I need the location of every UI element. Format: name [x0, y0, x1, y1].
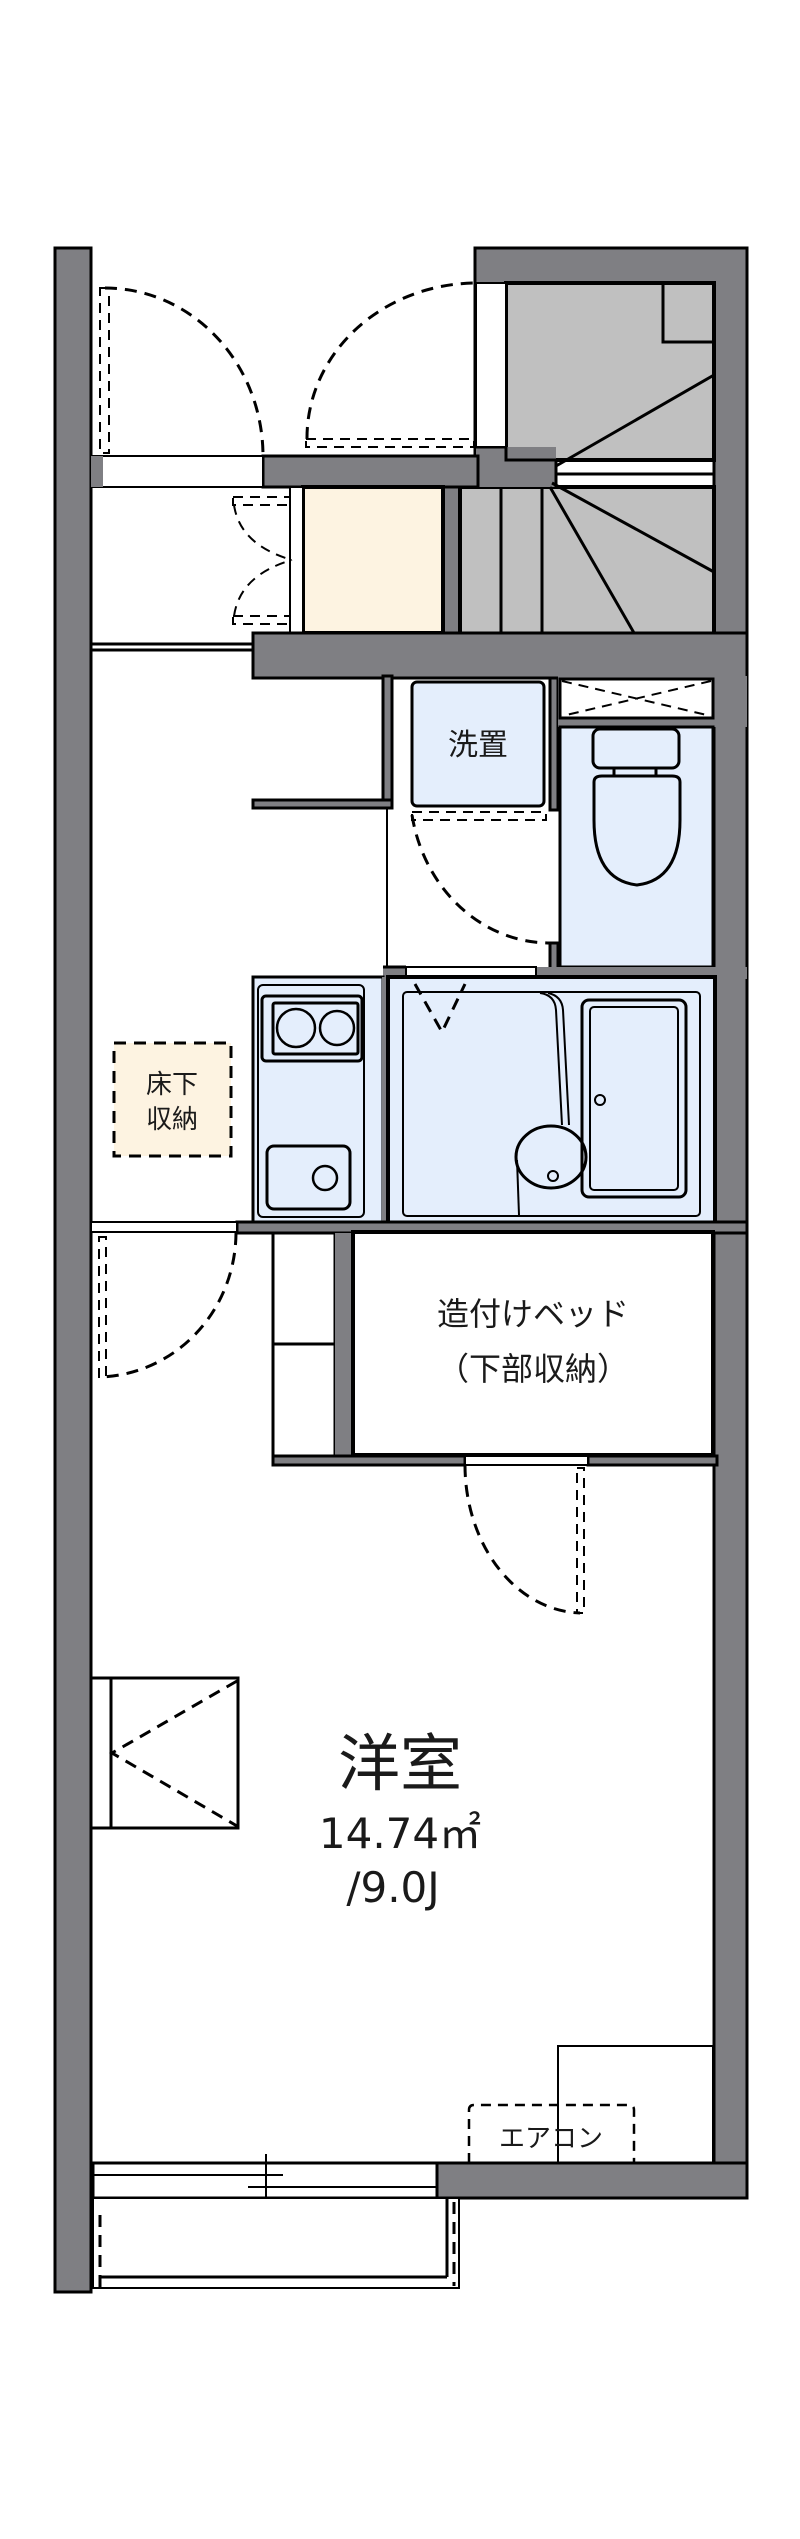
pipe-space-cross: [561, 680, 712, 717]
bath-door-swing: [413, 983, 467, 1036]
stair-landing-ledge: [476, 447, 556, 487]
entrance-door-frame: [475, 282, 507, 448]
closet-door-leaf-top: [232, 496, 291, 506]
laundry-toilet-wall: [548, 676, 560, 812]
left-exterior-wall: [53, 246, 93, 2294]
toilet-bowl: [592, 774, 682, 887]
room-name: 洋室: [338, 1727, 462, 1800]
closet-door-swing-top: [233, 504, 293, 561]
bay-window: [89, 1676, 240, 1830]
underfloor-storage: [112, 1041, 233, 1158]
bed-bottom-wall-right: [586, 1454, 719, 1467]
room-door-swing: [98, 1232, 238, 1379]
underfloor-storage-label-1: 床下: [146, 1070, 198, 1100]
room-area: 14.74㎡: [319, 1809, 481, 1858]
stair-tread: [555, 373, 715, 468]
kitchen-partition-vertical: [381, 674, 394, 810]
stairs-lower-flight: [458, 485, 716, 647]
stair-top-step: [661, 281, 716, 344]
kitchen-sink: [265, 1144, 352, 1211]
bath-door-frame: [405, 966, 537, 977]
underfloor-storage-label-2: 収納: [146, 1105, 198, 1135]
wash-basin: [514, 1124, 588, 1190]
window-opening-indicator: [109, 1679, 238, 1828]
entry-ledge-wall: [261, 454, 480, 489]
shower-curtain: [539, 992, 563, 1126]
closet-door-swing-bottom: [233, 559, 293, 617]
laundry-door-leaf: [411, 811, 547, 821]
toilet-tank: [591, 727, 681, 770]
entrance-door-swing: [305, 281, 476, 440]
stove-burner-icon: [318, 1009, 356, 1047]
door-leaf-left: [99, 287, 110, 454]
stairs-upper-landing-fill: [504, 281, 716, 462]
room-door-frame: [90, 1221, 238, 1233]
room-door-leaf: [98, 1236, 107, 1378]
built-in-bed-sublabel: （下部収納）: [437, 1350, 629, 1388]
room-tatami-size: /9.0J: [346, 1863, 439, 1912]
door-swing-arc: [104, 286, 265, 457]
sink-drain-icon: [311, 1164, 339, 1192]
shoe-closet: [301, 485, 445, 635]
bed-storage-door-frame: [464, 1455, 589, 1466]
stove: [260, 994, 364, 1063]
washing-machine-space: [410, 680, 546, 808]
corridor-wall: [251, 631, 749, 680]
kitchen-partition-horizontal: [251, 798, 394, 810]
bottom-exterior-wall: [435, 2161, 749, 2200]
bed-storage-door-leaf: [576, 1467, 585, 1614]
aircon-label: エアコン: [499, 2124, 603, 2154]
closet-door-leaf-bottom: [232, 615, 291, 625]
bathtub: [580, 998, 688, 1199]
stair-tread: [548, 486, 643, 646]
laundry-label: 洗置: [448, 728, 508, 763]
stove-burner-icon: [275, 1007, 317, 1049]
entry-threshold: [90, 455, 264, 488]
laundry-door-swing: [410, 814, 553, 945]
built-in-bed: [351, 1230, 715, 1457]
aircon-position: [467, 2103, 636, 2163]
bed-bottom-wall-left: [271, 1454, 467, 1467]
stair-tread: [551, 481, 715, 574]
bed-storage-door-swing: [463, 1464, 581, 1615]
entrance-door-leaf: [305, 438, 475, 448]
balcony: [92, 2197, 460, 2289]
unit-bath: [386, 975, 717, 1225]
built-in-bed-label: 造付けベッド: [437, 1295, 629, 1333]
